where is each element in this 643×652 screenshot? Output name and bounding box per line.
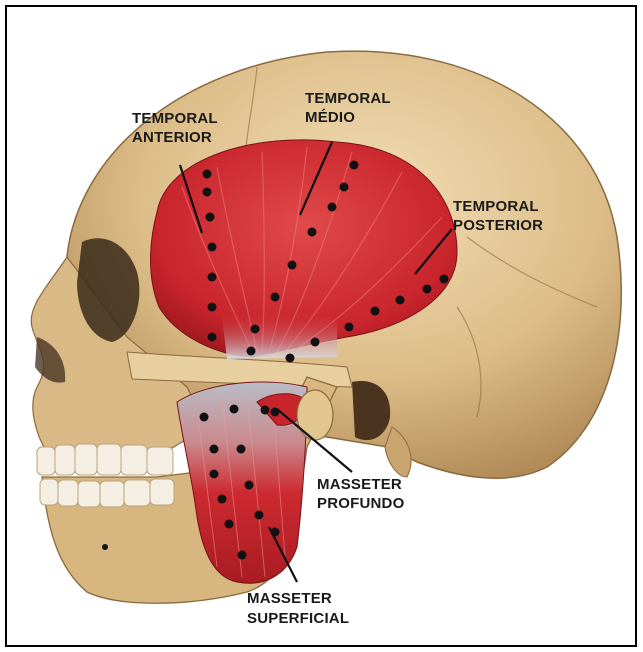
illustration-frame: TEMPORAL ANTERIOR TEMPORAL MÉDIO TEMPORA…	[5, 5, 637, 647]
label-masseter-superficial: MASSETER SUPERFICIAL	[247, 590, 349, 627]
temporal-tendon	[222, 310, 337, 359]
mandibular-condyle	[297, 390, 333, 440]
teeth	[37, 444, 174, 507]
skull-muscle-diagram: TEMPORAL ANTERIOR TEMPORAL MÉDIO TEMPORA…	[7, 7, 635, 645]
label-masseter-profundo: MASSETER PROFUNDO	[317, 476, 406, 512]
